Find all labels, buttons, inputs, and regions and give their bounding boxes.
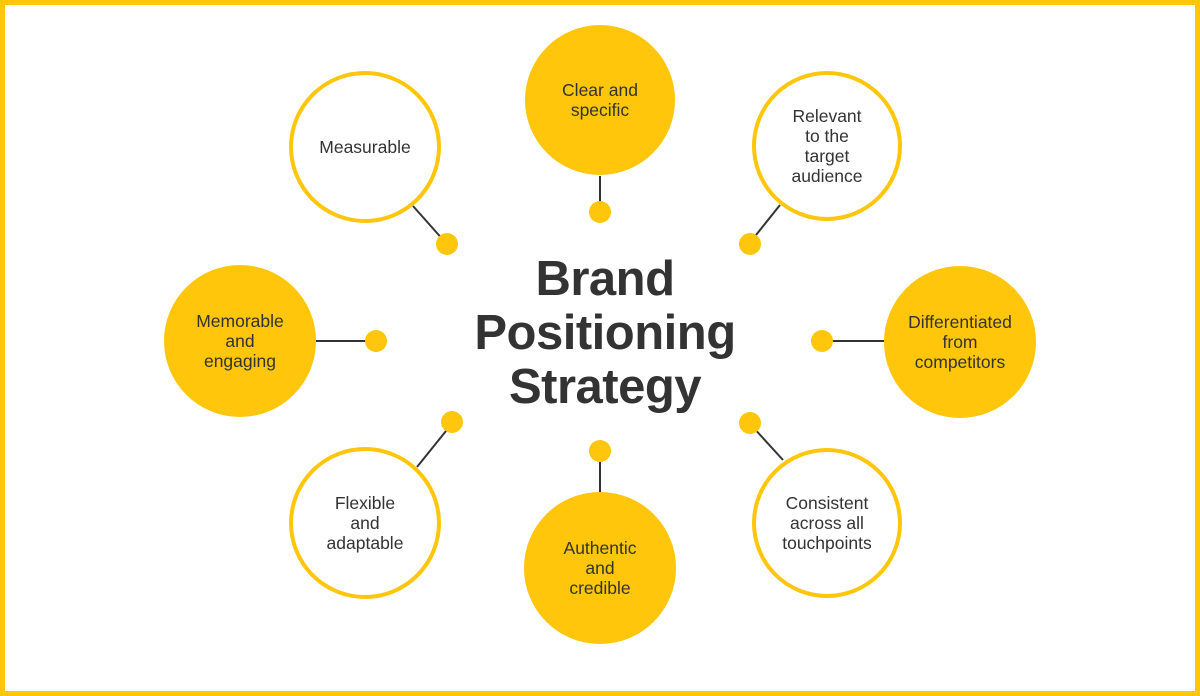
node-label-measurable: Measurable bbox=[319, 137, 411, 157]
connector-relevant-to-target-audience bbox=[751, 204, 781, 241]
connector-dot-relevant-to-target-audience bbox=[739, 233, 761, 255]
connector-dot-memorable-and-engaging bbox=[365, 330, 387, 352]
connector-consistent-across-touchpoints bbox=[751, 425, 784, 461]
connector-dot-measurable bbox=[436, 233, 458, 255]
node-label-differentiated-from-competitors: Differentiated from competitors bbox=[908, 312, 1012, 372]
node-label-consistent-across-touchpoints: Consistent across all touchpoints bbox=[782, 493, 872, 553]
connector-dot-clear-and-specific bbox=[589, 201, 611, 223]
node-differentiated-from-competitors: Differentiated from competitors bbox=[884, 266, 1036, 418]
connector-dot-consistent-across-touchpoints bbox=[739, 412, 761, 434]
node-measurable: Measurable bbox=[289, 71, 441, 223]
node-consistent-across-touchpoints: Consistent across all touchpoints bbox=[752, 448, 902, 598]
node-clear-and-specific: Clear and specific bbox=[525, 25, 675, 175]
diagram-title: Brand Positioning Strategy bbox=[474, 252, 736, 414]
connector-dot-authentic-and-credible bbox=[589, 440, 611, 462]
connector-dot-differentiated-from-competitors bbox=[811, 330, 833, 352]
node-label-flexible-and-adaptable: Flexible and adaptable bbox=[326, 493, 404, 553]
node-memorable-and-engaging: Memorable and engaging bbox=[164, 265, 316, 417]
node-label-relevant-to-target-audience: Relevant to the target audience bbox=[791, 106, 863, 186]
connector-flexible-and-adaptable bbox=[416, 425, 451, 468]
node-label-clear-and-specific: Clear and specific bbox=[562, 80, 638, 120]
node-flexible-and-adaptable: Flexible and adaptable bbox=[289, 447, 441, 599]
node-authentic-and-credible: Authentic and credible bbox=[524, 492, 676, 644]
node-label-authentic-and-credible: Authentic and credible bbox=[563, 538, 637, 598]
node-label-memorable-and-engaging: Memorable and engaging bbox=[196, 311, 284, 371]
node-relevant-to-target-audience: Relevant to the target audience bbox=[752, 71, 902, 221]
connector-dot-flexible-and-adaptable bbox=[441, 411, 463, 433]
